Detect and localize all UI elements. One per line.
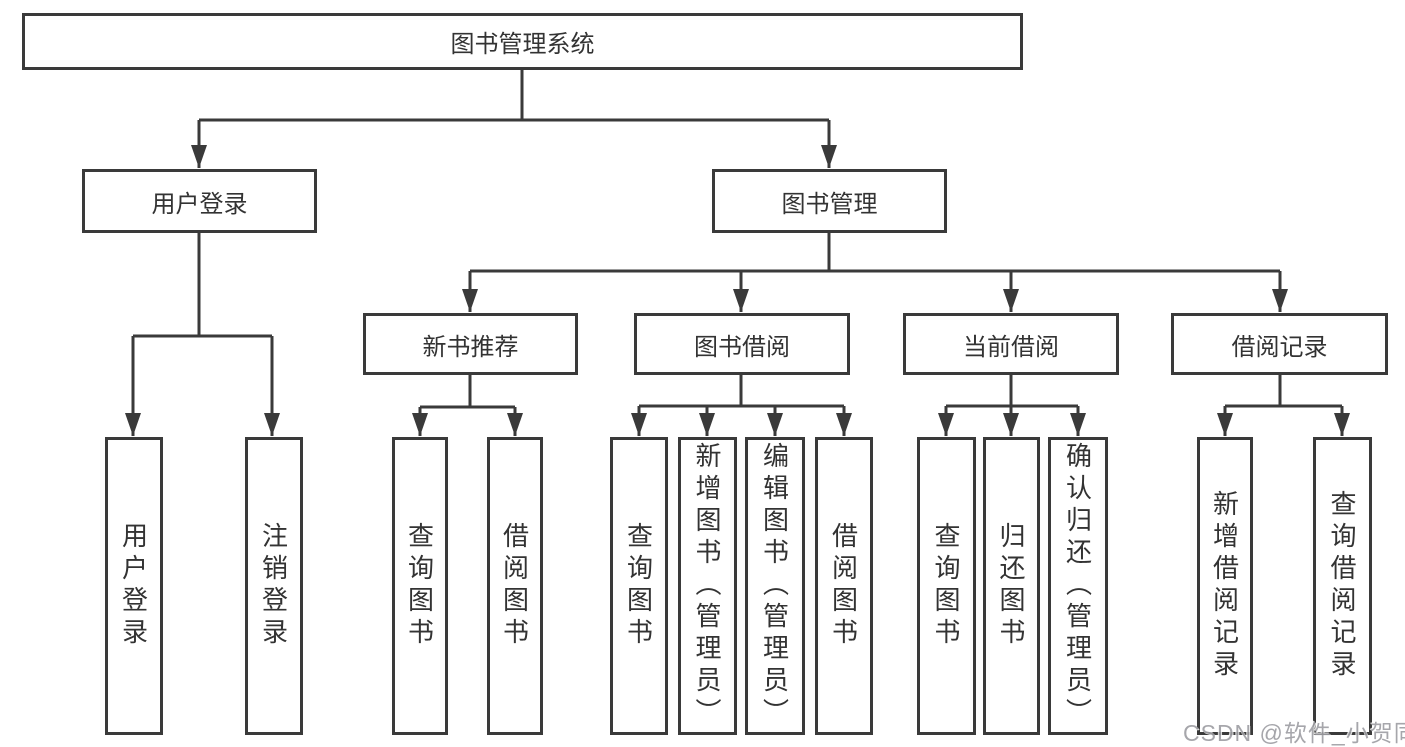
node-leaf-confirm-return: 确认归还（管理员） (1048, 437, 1108, 735)
arrowhead-icon (507, 413, 523, 436)
arrowhead-icon (1003, 413, 1019, 436)
connector-line-book-management (468, 233, 1282, 312)
node-leaf-user-login: 用户登录 (105, 437, 163, 735)
arrowhead-icon (1334, 413, 1350, 436)
arrowhead-icon (191, 145, 207, 168)
arrowhead-icon (1003, 289, 1019, 312)
arrowhead-icon (699, 413, 715, 436)
node-label-leaf-borrow-book-2: 借阅图书 (828, 522, 859, 650)
node-leaf-query-record: 查询借阅记录 (1313, 437, 1372, 735)
arrowhead-icon (1272, 289, 1288, 312)
node-label-root: 图书管理系统 (450, 31, 595, 58)
arrowhead-icon (767, 413, 783, 436)
connector-line-book-borrow (637, 375, 846, 436)
node-leaf-query-book-3: 查询图书 (917, 437, 976, 735)
node-leaf-edit-book-admin: 编辑图书（管理员） (745, 437, 805, 735)
node-label-current-borrow: 当前借阅 (963, 333, 1059, 361)
node-borrow-records: 借阅记录 (1171, 313, 1388, 375)
arrowhead-icon (733, 289, 749, 312)
node-label-leaf-borrow-book-1: 借阅图书 (499, 522, 530, 650)
node-label-leaf-user-login: 用户登录 (118, 522, 149, 650)
node-leaf-logout: 注销登录 (245, 437, 303, 735)
node-book-borrow: 图书借阅 (634, 313, 850, 375)
node-label-leaf-add-record: 新增借阅记录 (1209, 490, 1240, 682)
node-current-borrow: 当前借阅 (903, 313, 1119, 375)
arrowhead-icon (836, 413, 852, 436)
arrowhead-icon (462, 289, 478, 312)
node-label-leaf-query-book-3: 查询图书 (931, 522, 961, 650)
arrowhead-icon (631, 413, 647, 436)
arrowhead-icon (264, 413, 280, 436)
node-label-leaf-edit-book-admin: 编辑图书（管理员） (759, 442, 790, 730)
node-label-leaf-add-book-admin: 新增图书（管理员） (692, 442, 722, 730)
arrowhead-icon (125, 413, 141, 436)
watermark-text: CSDN @软件_小贺同学 (1183, 720, 1405, 746)
arrowhead-icon (938, 413, 954, 436)
node-label-new-book-recommend: 新书推荐 (422, 333, 519, 361)
node-label-leaf-query-book-2: 查询图书 (623, 522, 654, 650)
node-new-book-recommend: 新书推荐 (363, 313, 578, 375)
node-leaf-query-book-1: 查询图书 (392, 437, 448, 735)
connector-line-root (197, 70, 831, 168)
node-leaf-query-book-2: 查询图书 (610, 437, 668, 735)
arrowhead-icon (1070, 413, 1086, 436)
node-leaf-return-book: 归还图书 (983, 437, 1040, 735)
node-label-book-borrow: 图书借阅 (694, 333, 790, 361)
node-label-leaf-query-record: 查询借阅记录 (1327, 490, 1357, 682)
node-label-borrow-records: 借阅记录 (1231, 333, 1328, 361)
connector-line-borrow-records (1223, 375, 1344, 436)
node-book-management: 图书管理 (712, 169, 947, 233)
node-label-user-login: 用户登录 (151, 190, 248, 218)
arrowhead-icon (821, 145, 837, 168)
node-label-leaf-return-book: 归还图书 (996, 522, 1026, 650)
node-leaf-add-book-admin: 新增图书（管理员） (678, 437, 737, 735)
node-root: 图书管理系统 (22, 13, 1023, 70)
node-label-book-management: 图书管理 (781, 190, 878, 218)
arrowhead-icon (1217, 413, 1233, 436)
node-leaf-borrow-book-1: 借阅图书 (487, 437, 543, 735)
node-leaf-borrow-book-2: 借阅图书 (815, 437, 873, 735)
node-leaf-add-record: 新增借阅记录 (1197, 437, 1253, 735)
node-label-leaf-logout: 注销登录 (258, 522, 289, 650)
node-label-leaf-confirm-return: 确认归还（管理员） (1062, 442, 1093, 730)
node-label-leaf-query-book-1: 查询图书 (404, 522, 435, 650)
node-user-login: 用户登录 (82, 169, 317, 233)
connector-line-new-book-recommend (418, 375, 517, 436)
arrowhead-icon (412, 413, 428, 436)
connector-line-user-login (131, 233, 274, 436)
